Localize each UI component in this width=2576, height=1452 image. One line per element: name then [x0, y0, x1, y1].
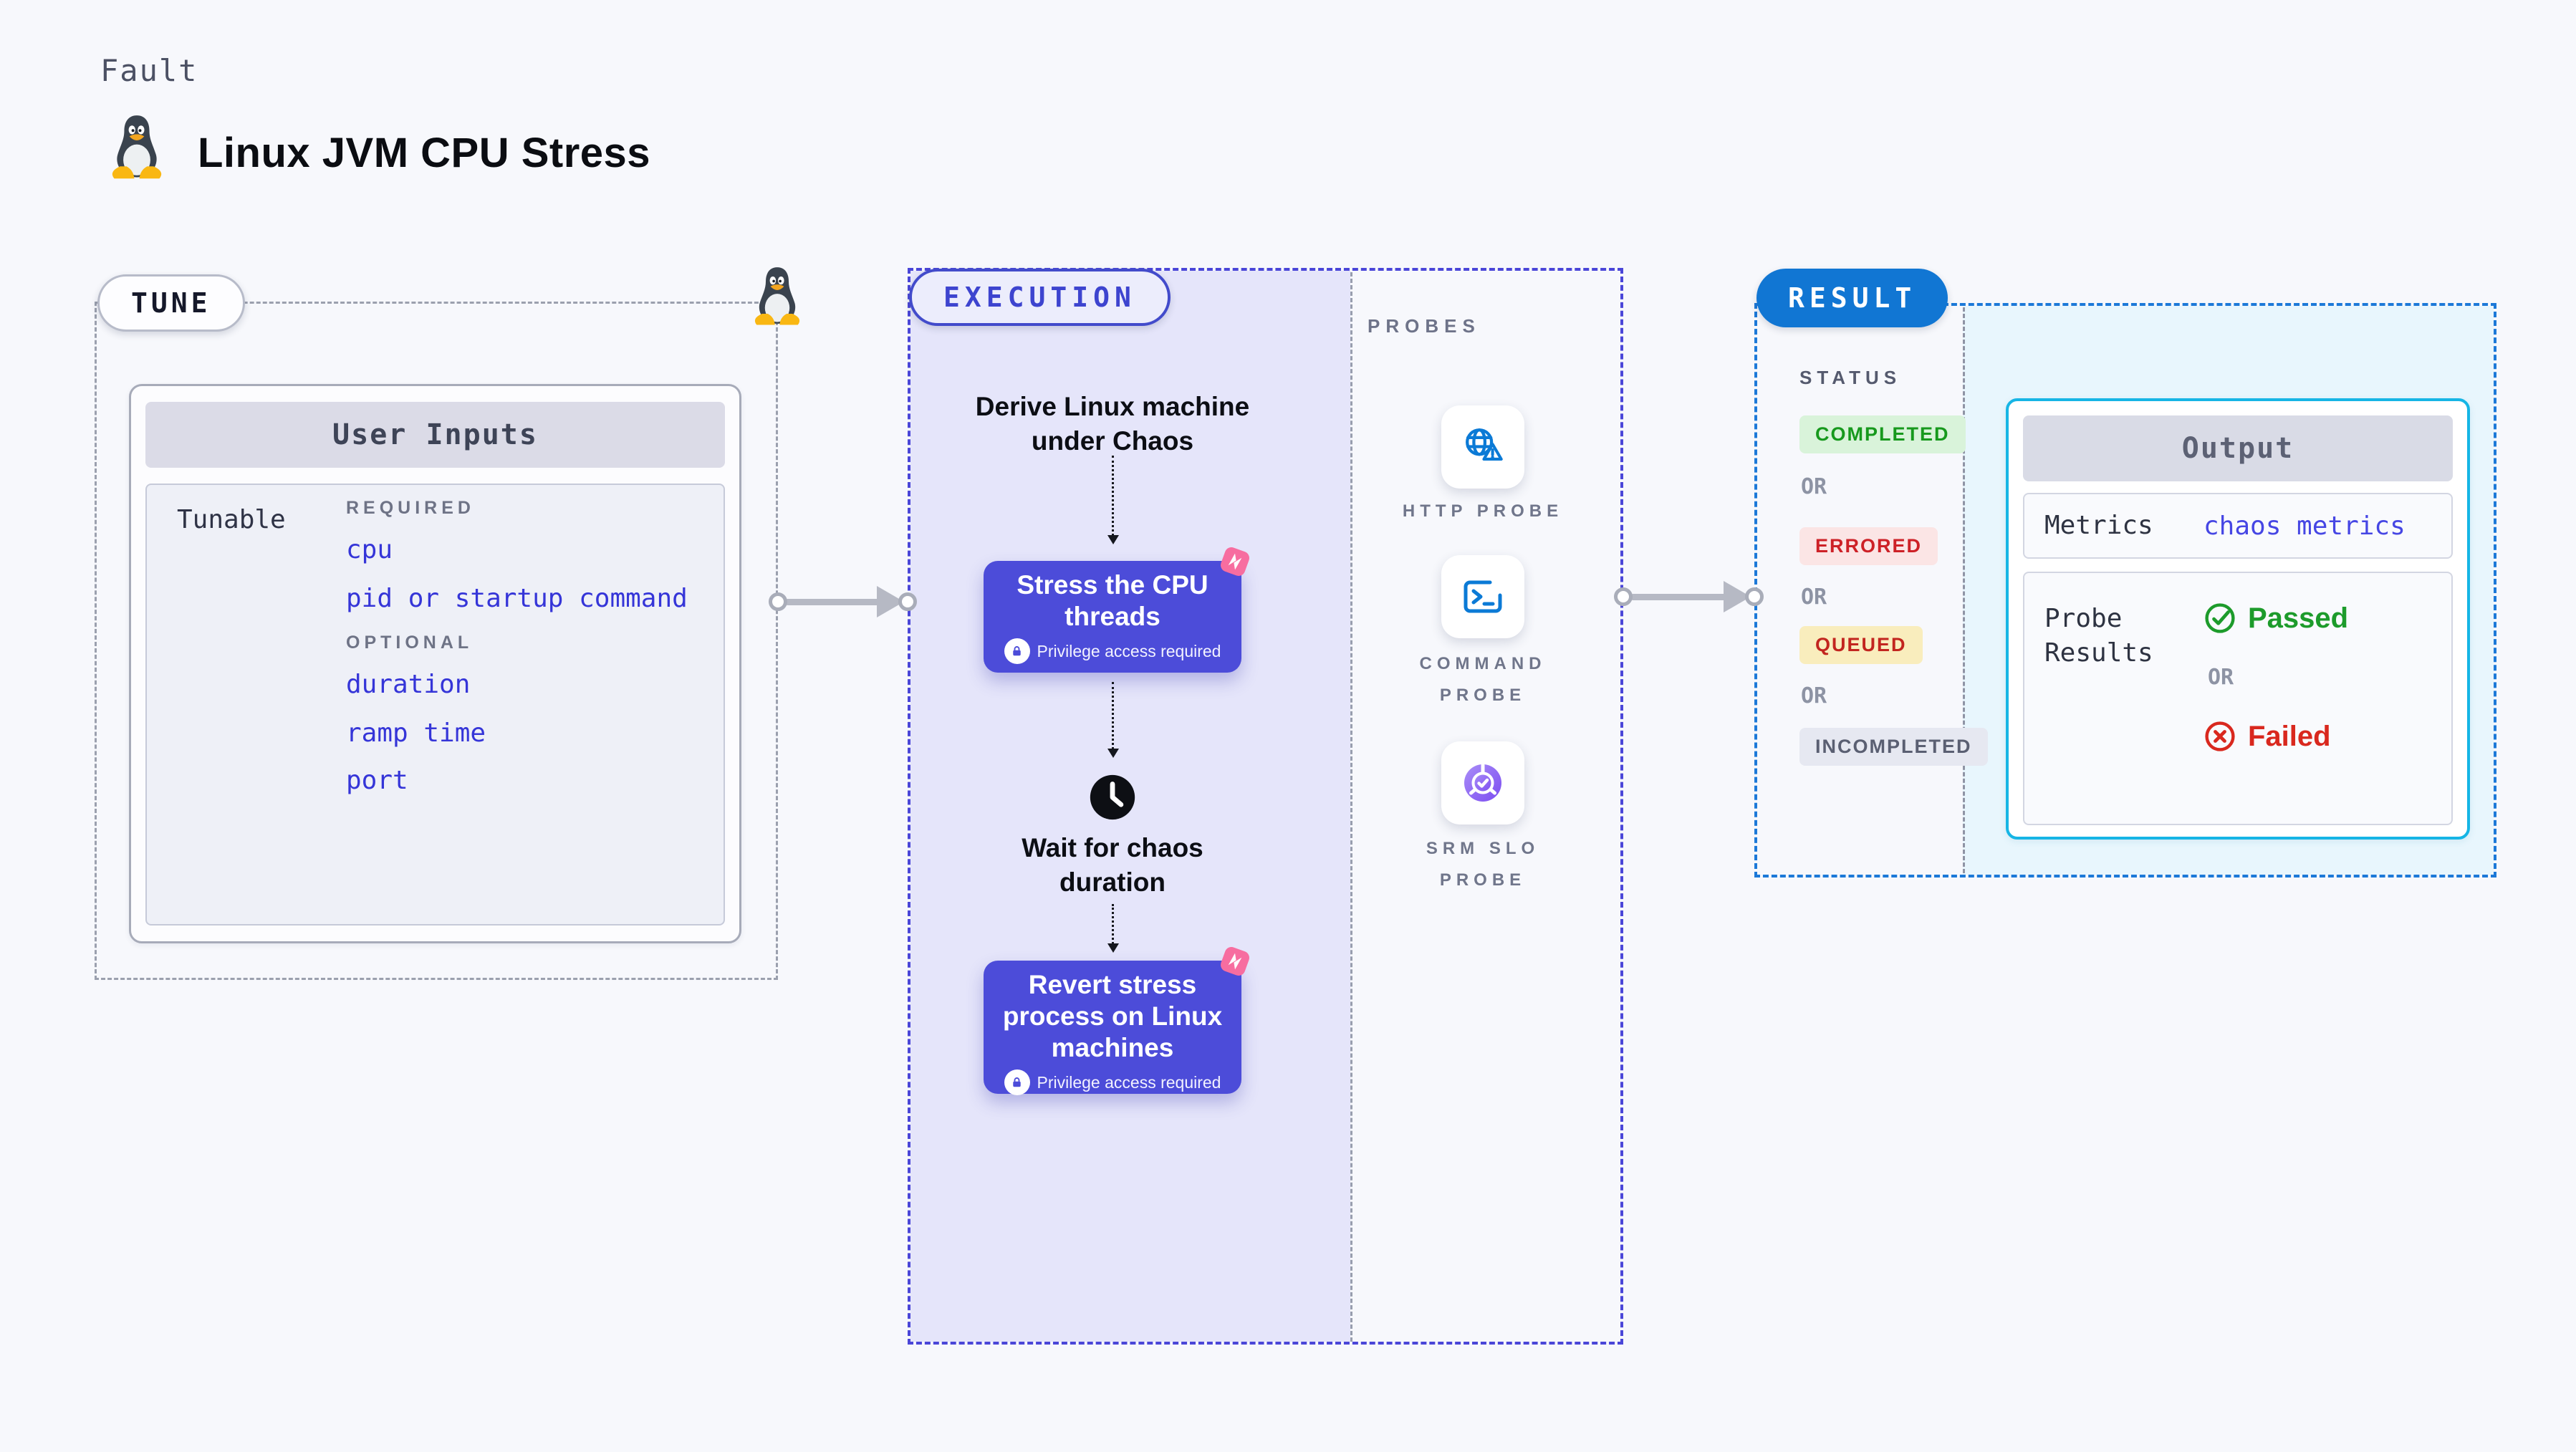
- execution-section-box: [908, 268, 1623, 1345]
- stress-step-title: Stress the CPU threads: [1017, 570, 1208, 631]
- user-inputs-title: User Inputs: [145, 402, 725, 468]
- wait-line2: duration: [1059, 867, 1166, 897]
- or-separator: OR: [1801, 474, 1827, 499]
- or-separator: OR: [2208, 665, 2234, 690]
- tune-badge: TUNE: [97, 274, 245, 332]
- chaos-fault-icon: [1216, 542, 1254, 581]
- tunable-row-label: Tunable: [177, 505, 286, 534]
- wait-clock-icon: [1088, 773, 1137, 822]
- verdict-failed: Failed: [2203, 720, 2348, 753]
- wait-line1: Wait for chaos: [1022, 833, 1203, 862]
- revert-step-title: Revert stress process on Linux machines: [1002, 970, 1223, 1062]
- linux-penguin-icon-small: [748, 264, 807, 331]
- output-card: Output Metrics chaos metrics Probe Resul…: [2006, 398, 2470, 840]
- page-title: Linux JVM CPU Stress: [198, 130, 651, 176]
- http-probe-card[interactable]: [1441, 405, 1524, 489]
- check-circle-icon: [2203, 602, 2236, 635]
- globe-alert-icon: [1460, 424, 1506, 470]
- lock-icon: [1004, 638, 1030, 664]
- status-column-label: STATUS: [1799, 367, 1902, 388]
- arrow-line: [1630, 594, 1729, 600]
- chaos-fault-icon: [1216, 942, 1254, 981]
- probe-results-label: Probe Results: [2044, 604, 2153, 668]
- status-badge-queued: QUEUED: [1799, 626, 1923, 664]
- status-badge-completed: COMPLETED: [1799, 415, 1966, 453]
- arrow-connector-dot: [1745, 587, 1764, 606]
- derive-line2: under Chaos: [1031, 426, 1194, 456]
- arrow-execution-to-result: [1614, 580, 1764, 614]
- terminal-icon: [1460, 574, 1506, 620]
- x-circle-icon: [2203, 720, 2236, 753]
- privilege-text: Privilege access required: [1037, 641, 1221, 660]
- arrow-connector-dot: [898, 592, 917, 611]
- probes-column-label: PROBES: [1368, 315, 1481, 337]
- execution-probes-divider: [1350, 272, 1352, 1342]
- arrow-line: [784, 599, 883, 605]
- metrics-row: Metrics chaos metrics: [2023, 493, 2453, 559]
- privilege-row: Privilege access required: [1004, 638, 1221, 664]
- tunable-link-pid-or-startup-command[interactable]: pid or startup command: [346, 584, 688, 613]
- srm-slo-probe-card[interactable]: [1441, 741, 1524, 824]
- http-probe-label: HTTP PROBE: [1402, 501, 1564, 521]
- user-inputs-card: User Inputs Tunable REQUIRED cpu pid or …: [129, 384, 741, 943]
- tune-section-box: [95, 302, 778, 980]
- slo-donut-icon: [1460, 760, 1506, 806]
- tunable-link-ramp-time[interactable]: ramp time: [346, 718, 486, 748]
- metrics-label: Metrics: [2044, 511, 2153, 540]
- status-badge-errored: ERRORED: [1799, 527, 1938, 565]
- status-badge-incompleted: INCOMPLETED: [1799, 728, 1988, 766]
- fault-eyebrow: Fault: [100, 53, 198, 88]
- output-title: Output: [2023, 415, 2453, 481]
- required-label: REQUIRED: [346, 498, 475, 518]
- result-status-divider: [1963, 307, 1965, 873]
- dotted-arrow-down: [1107, 456, 1119, 544]
- privilege-row: Privilege access required: [1004, 1069, 1221, 1095]
- wait-step-text: Wait for chaos duration: [933, 831, 1292, 900]
- linux-penguin-icon: [105, 112, 169, 185]
- stress-cpu-step-button[interactable]: Stress the CPU threads Privilege access …: [984, 561, 1241, 673]
- chaos-metrics-link[interactable]: chaos metrics: [2203, 511, 2406, 541]
- verdict-passed: Passed: [2203, 602, 2348, 635]
- command-probe-card[interactable]: [1441, 555, 1524, 638]
- revert-stress-step-button[interactable]: Revert stress process on Linux machines …: [984, 961, 1241, 1095]
- lock-icon: [1004, 1069, 1030, 1095]
- probe-results-row: Probe Results Passed OR Failed: [2023, 572, 2453, 825]
- dotted-arrow-down: [1107, 682, 1119, 758]
- execution-badge: EXECUTION: [909, 269, 1171, 326]
- result-badge: RESULT: [1756, 269, 1948, 327]
- arrow-tune-to-execution: [769, 585, 917, 619]
- derive-step-text: Derive Linux machine under Chaos: [933, 390, 1292, 458]
- derive-line1: Derive Linux machine: [975, 392, 1250, 421]
- probe-verdicts: Passed OR Failed: [2203, 602, 2348, 824]
- arrow-connector-dot: [769, 592, 787, 611]
- tunable-link-port[interactable]: port: [346, 766, 408, 795]
- arrow-connector-dot: [1614, 587, 1633, 606]
- tunable-link-cpu[interactable]: cpu: [346, 535, 393, 564]
- or-separator: OR: [1801, 585, 1827, 610]
- optional-label: OPTIONAL: [346, 633, 474, 653]
- privilege-text: Privilege access required: [1037, 1072, 1221, 1092]
- user-inputs-body: Tunable REQUIRED cpu pid or startup comm…: [145, 484, 725, 925]
- tunable-link-duration[interactable]: duration: [346, 670, 471, 699]
- dotted-arrow-down: [1107, 904, 1119, 953]
- or-separator: OR: [1801, 683, 1827, 708]
